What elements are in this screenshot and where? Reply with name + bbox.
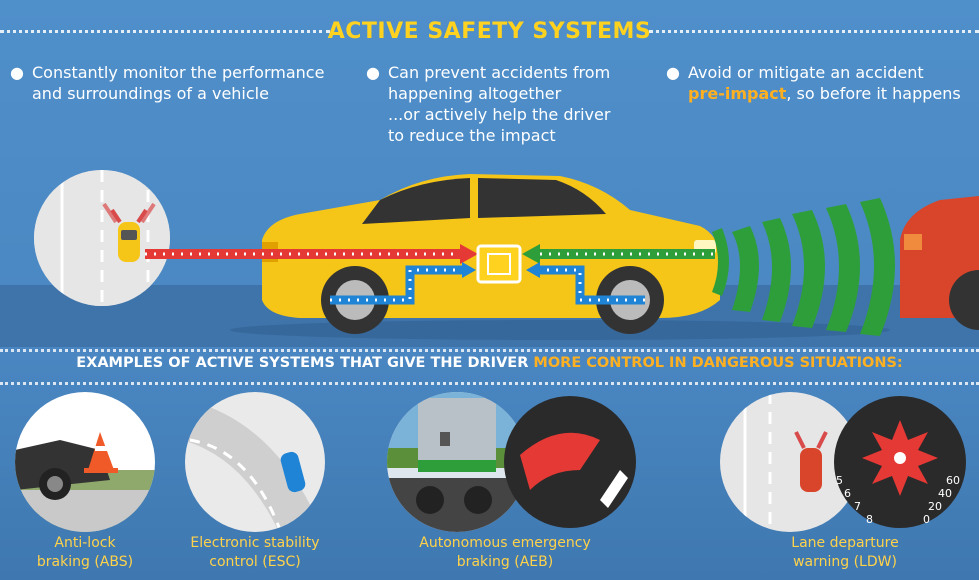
bullet-text: ...or actively help the driver <box>388 105 611 124</box>
bullet-text: , so before it happens <box>786 84 961 103</box>
title-divider-left <box>0 30 330 33</box>
gauge-tick: 5 <box>836 474 843 487</box>
bullet-text: to reduce the impact <box>388 126 556 145</box>
example-label-abs: Anti-lock braking (ABS) <box>10 534 160 572</box>
subtitle-text: EXAMPLES OF ACTIVE SYSTEMS THAT GIVE THE… <box>76 355 534 371</box>
example-label-line: braking (AEB) <box>456 554 554 570</box>
bullet-text: Can prevent accidents from <box>388 63 611 82</box>
examples-subtitle: EXAMPLES OF ACTIVE SYSTEMS THAT GIVE THE… <box>0 355 979 371</box>
gauge-tick: 6 <box>844 487 851 500</box>
title-divider-right <box>649 30 979 33</box>
sensor-waves-icon <box>712 198 895 336</box>
bullet-text: happening altogether <box>388 84 562 103</box>
example-label-line: Autonomous emergency <box>419 535 591 551</box>
esc-illustration <box>185 392 325 532</box>
gauge-tick: 8 <box>866 513 873 526</box>
abs-illustration <box>15 392 155 532</box>
gauge-ticks-left: 5 6 7 8 <box>836 474 873 526</box>
gauge-tick: 40 <box>938 487 952 500</box>
example-label-line: Electronic stability <box>190 535 320 551</box>
pedal-illustration <box>504 396 636 528</box>
sensor-arrow-blue <box>330 262 645 305</box>
ldw-lane-illustration <box>720 392 860 532</box>
ldw-gauge-illustration <box>834 396 966 528</box>
cone-icon <box>84 432 118 473</box>
pedal-icon <box>520 432 600 490</box>
bullet-highlight: pre-impact <box>688 84 787 103</box>
sensor-arrow-red <box>145 244 478 264</box>
gauge-tick: 7 <box>854 500 861 513</box>
bullet-text: Constantly monitor the performance <box>32 63 325 82</box>
bullet-text: and surroundings of a vehicle <box>32 84 269 103</box>
gauge-tick: 0 <box>923 513 930 526</box>
bullet-prevent: ● Can prevent accidents from happening a… <box>366 63 611 145</box>
example-label-line: Anti-lock <box>54 535 116 551</box>
example-label-line: control (ESC) <box>209 554 301 570</box>
example-label-line: warning (LDW) <box>793 554 897 570</box>
example-label-aeb: Autonomous emergency braking (AEB) <box>405 534 605 572</box>
page-title: ACTIVE SAFETY SYSTEMS <box>327 18 652 44</box>
gauge-tick: 20 <box>928 500 942 513</box>
warning-star-icon <box>862 420 938 496</box>
chip-icon <box>476 244 522 284</box>
section-divider <box>0 382 979 385</box>
bullet-monitor: ● Constantly monitor the performance and… <box>10 63 325 103</box>
sensor-arrow-green <box>522 244 715 264</box>
example-label-esc: Electronic stability control (ESC) <box>175 534 335 572</box>
lane-view-circle <box>34 170 170 306</box>
title-bar: ACTIVE SAFETY SYSTEMS <box>0 14 979 48</box>
example-label-line: braking (ABS) <box>36 554 134 570</box>
red-car <box>900 196 979 330</box>
bullet-text: Avoid or mitigate an accident <box>688 63 924 82</box>
example-label-line: Lane departure <box>791 535 899 551</box>
subtitle-highlight: MORE CONTROL IN DANGEROUS SITUATIONS: <box>533 355 903 371</box>
bullet-mitigate: ● Avoid or mitigate an accident pre-impa… <box>666 63 961 103</box>
section-divider <box>0 349 979 352</box>
gauge-tick: 60 <box>946 474 960 487</box>
gauge-ticks-right: 60 40 20 0 <box>922 474 960 526</box>
example-label-ldw: Lane departure warning (LDW) <box>760 534 930 572</box>
